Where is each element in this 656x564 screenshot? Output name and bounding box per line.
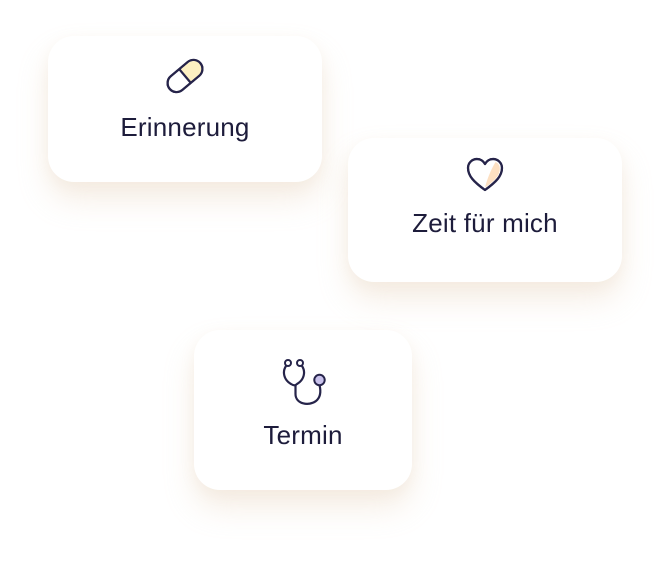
card-termin[interactable]: Termin [194, 330, 412, 490]
pill-icon [166, 58, 204, 94]
card-zeit-fuer-mich[interactable]: Zeit für mich [348, 138, 622, 282]
card-label-termin: Termin [263, 420, 343, 450]
card-label-erinnerung: Erinnerung [120, 112, 250, 142]
heart-icon [466, 157, 504, 192]
card-label-zeit-fuer-mich: Zeit für mich [412, 208, 558, 238]
stethoscope-icon [282, 359, 326, 405]
card-erinnerung[interactable]: Erinnerung [48, 36, 322, 182]
